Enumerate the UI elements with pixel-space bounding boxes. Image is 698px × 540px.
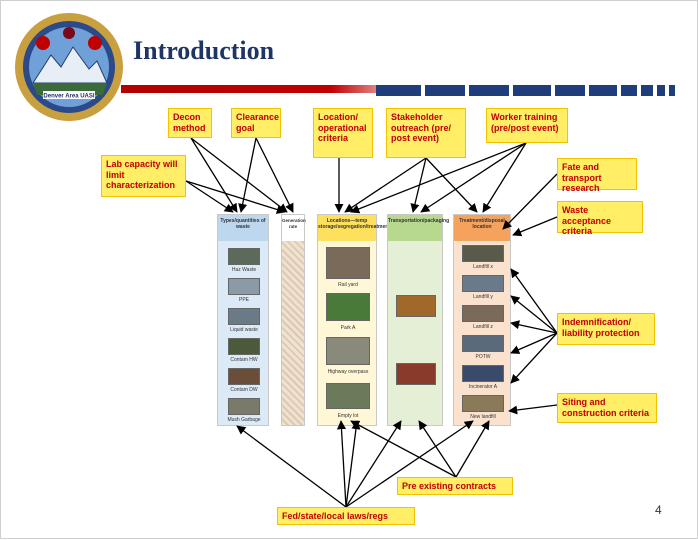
transport-photo	[396, 295, 436, 317]
location-photo	[326, 293, 370, 321]
label-indemnification: Indemnification/ liability protection	[557, 313, 655, 345]
treatment-photo	[462, 275, 504, 292]
treatment-caption: Incinerator A	[468, 384, 498, 390]
waste-photo	[228, 248, 260, 265]
location-caption: Rail yard	[338, 282, 358, 288]
location-photo	[326, 247, 370, 279]
waste-photo	[228, 398, 260, 415]
label-pre-existing-contracts: Pre existing contracts	[397, 477, 513, 495]
column-locations: Locations—temp storage/segregation/treat…	[317, 214, 390, 426]
location-photo	[326, 337, 370, 365]
waste-caption: Liquid waste	[230, 327, 258, 333]
column-header: Generation rate	[282, 215, 306, 241]
column-header: Treatment/disposal location	[454, 215, 510, 241]
treatment-photo	[462, 245, 504, 262]
label-location-criteria: Location/ operational criteria	[313, 108, 373, 158]
waste-photo	[228, 368, 260, 385]
label-laws-regs: Fed/state/local laws/regs	[277, 507, 415, 525]
waste-caption: Contam HW	[230, 357, 258, 363]
slide-title: Introduction	[133, 36, 275, 65]
column-transportation: Transportation/packaging	[387, 214, 449, 426]
label-lab-capacity: Lab capacity will limit characterization	[101, 155, 186, 197]
treatment-caption: Landfill x	[473, 264, 493, 270]
treatment-caption: Landfill y	[473, 294, 493, 300]
treatment-photo	[462, 365, 504, 382]
location-caption: Park A	[340, 325, 356, 331]
column-header: Transportation/packaging	[388, 215, 449, 241]
label-siting-construction: Siting and construction criteria	[557, 393, 657, 423]
column-waste-types: Types/quantities of waste Haz Waste PPE …	[217, 214, 269, 426]
denver-uasi-logo: Denver Area UASI	[15, 13, 123, 121]
waste-caption: PPE	[238, 297, 249, 303]
waste-photo	[228, 278, 260, 295]
treatment-caption: Landfill z	[473, 324, 493, 330]
treatment-caption: New landfill	[470, 414, 496, 420]
waste-caption: Contam DW	[230, 387, 258, 393]
location-caption: Highway overpass	[327, 369, 369, 375]
column-treatment: Treatment/disposal location Landfill x L…	[453, 214, 511, 426]
treatment-photo	[462, 395, 504, 412]
treatment-caption: POTW	[475, 354, 491, 360]
location-photo	[326, 383, 370, 409]
svg-text:Denver Area UASI: Denver Area UASI	[43, 94, 94, 100]
column-header: Types/quantities of waste	[218, 215, 268, 241]
column-generation-rate: Generation rate	[281, 214, 306, 426]
waste-caption: Haz Waste	[231, 267, 257, 273]
location-caption: Empty lot	[337, 413, 359, 419]
waste-photo	[228, 338, 260, 355]
label-stakeholder-outreach: Stakeholder outreach (pre/ post event)	[386, 108, 466, 158]
page-number: 4	[655, 503, 662, 517]
title-decoration-bar	[121, 85, 681, 96]
waste-caption: Mush Garbage	[227, 417, 261, 423]
waste-photo	[228, 308, 260, 325]
label-clearance-goal: Clearance goal	[231, 108, 281, 138]
label-waste-acceptance: Waste acceptance criteria	[557, 201, 643, 236]
label-fate-transport: Fate and transport research	[557, 158, 637, 193]
treatment-photo	[462, 335, 504, 352]
label-decon-method: Decon method	[168, 108, 212, 138]
column-header: Locations—temp storage/segregation/treat…	[318, 215, 390, 241]
label-worker-training: Worker training (pre/post event)	[486, 108, 568, 143]
transport-photo	[396, 363, 436, 385]
treatment-photo	[462, 305, 504, 322]
